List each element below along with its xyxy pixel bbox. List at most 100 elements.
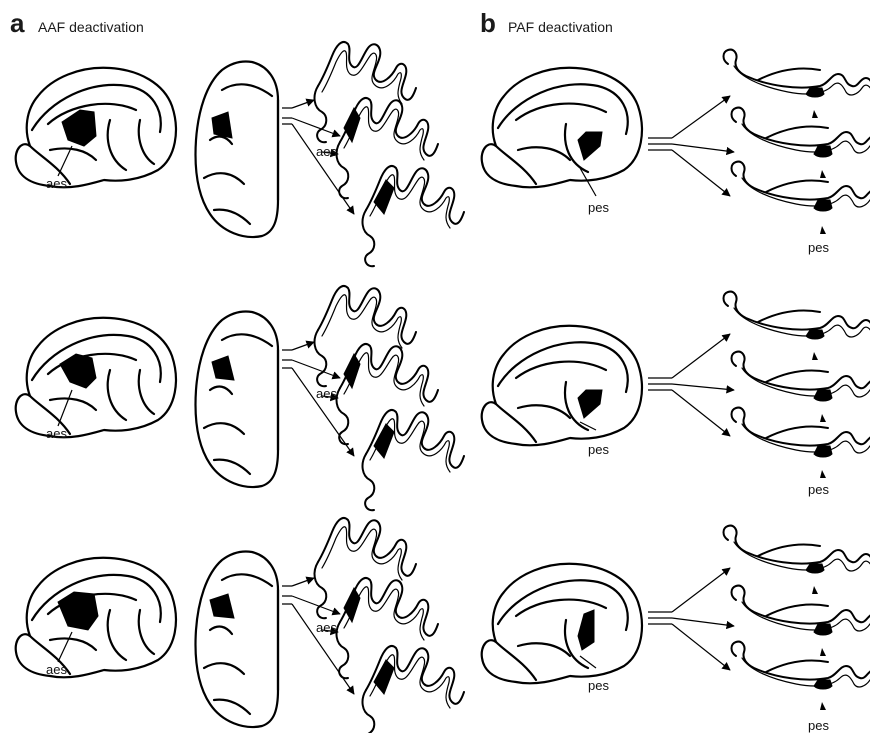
- section-lesion: [806, 564, 824, 573]
- panel-letter-a: a: [10, 8, 25, 38]
- sulcus-label-pes: pes: [588, 200, 609, 215]
- section-lesion: [814, 390, 832, 401]
- arrow-to-section-2: [672, 618, 734, 626]
- arrow-to-section-1: [672, 568, 730, 612]
- aaf-lesion: [60, 354, 96, 388]
- coronal-section-3: [363, 166, 464, 266]
- arrow-rails: [648, 138, 672, 150]
- section-marker: [820, 702, 826, 710]
- row-a-1: aes aes: [16, 42, 464, 266]
- section-lesion: [806, 88, 824, 97]
- pes-section-1: [724, 50, 870, 118]
- section-lesion: [814, 146, 832, 157]
- dorsal-lesion: [212, 356, 234, 380]
- section-lesion: [814, 624, 832, 635]
- section-lesion: [806, 330, 824, 339]
- arrow-rails: [282, 350, 292, 368]
- arrow-to-section-1: [292, 578, 314, 586]
- lateral-brain-view: [482, 564, 642, 684]
- arrow-to-section-2: [672, 144, 734, 152]
- sulcus-label-pes: pes: [588, 678, 609, 693]
- section-lesion: [344, 108, 360, 142]
- section-marker: [820, 226, 826, 234]
- dorsal-brain-view: [196, 61, 278, 237]
- dorsal-lesion: [212, 112, 232, 138]
- arrow-to-section-3: [672, 390, 730, 436]
- dorsal-brain-view: [196, 311, 278, 487]
- aaf-lesion: [62, 110, 96, 146]
- pes-section-3: [732, 642, 870, 710]
- arrow-to-section-2: [292, 596, 340, 614]
- row-a-2: aes aes: [16, 286, 464, 510]
- row-b-2: pes: [482, 326, 734, 457]
- panel-title-b: PAF deactivation: [508, 19, 613, 35]
- section-marker: [812, 110, 818, 118]
- row-b-1: pes: [482, 68, 734, 215]
- pes-section-2: [732, 352, 870, 422]
- section-lesion: [814, 200, 832, 211]
- arrow-to-section-3: [672, 150, 730, 196]
- section-lesion: [814, 680, 832, 689]
- section-label-aes: aes: [316, 620, 337, 635]
- pes-section-3: [732, 408, 870, 478]
- aaf-lesion: [58, 592, 98, 630]
- panel-title-a: AAF deactivation: [38, 19, 144, 35]
- row-b-3: pes: [482, 564, 734, 693]
- arrow-to-section-2: [672, 384, 734, 390]
- sulcus-label-pes: pes: [588, 442, 609, 457]
- coronal-section-1: [315, 286, 416, 386]
- arrow-to-section-1: [292, 342, 314, 350]
- section-marker: [812, 586, 818, 594]
- section-marker: [820, 170, 826, 178]
- dorsal-lesion: [210, 594, 234, 618]
- pes-section-1: [724, 526, 870, 594]
- coronal-section-1: [315, 42, 416, 142]
- sulcus-label-aes: aes: [46, 662, 67, 677]
- sulcus-pointer: [58, 146, 72, 176]
- arrow-rails: [282, 108, 292, 124]
- section-label-aes: aes: [316, 144, 337, 159]
- paf-lesion: [578, 390, 602, 418]
- paf-lesion: [578, 132, 602, 160]
- pes-section-2: [732, 586, 870, 656]
- arrow-to-section-1: [292, 100, 314, 108]
- section-lesion: [814, 446, 832, 457]
- section-lesion: [344, 588, 360, 622]
- sulcus-pointer: [58, 632, 72, 662]
- panel-letter-b: b: [480, 8, 496, 38]
- coronal-section-1: [315, 518, 416, 618]
- section-label-aes: aes: [316, 386, 337, 401]
- row-a-3: aes aes: [16, 518, 464, 733]
- panel-b: b PAF deactivation pes pes: [480, 8, 870, 733]
- coronal-section-3: [363, 410, 464, 510]
- section-lesion: [344, 354, 360, 388]
- arrow-to-section-1: [672, 96, 730, 138]
- dorsal-brain-view: [196, 551, 278, 727]
- pes-section-3: [732, 162, 870, 234]
- section-marker: [820, 648, 826, 656]
- arrow-rails: [282, 586, 292, 604]
- paf-lesion: [578, 610, 594, 650]
- pes-section-1: [724, 292, 870, 360]
- lateral-brain-view: [482, 326, 642, 446]
- pes-section-2: [732, 108, 870, 178]
- section-label-pes: pes: [808, 240, 829, 255]
- section-marker: [812, 352, 818, 360]
- section-marker: [820, 414, 826, 422]
- arrow-to-section-2: [292, 360, 340, 378]
- lateral-brain-view: [16, 68, 176, 188]
- sulcus-pointer: [58, 390, 72, 426]
- coronal-section-3: [363, 646, 464, 733]
- arrow-to-section-1: [672, 334, 730, 378]
- arrow-rails: [648, 612, 672, 624]
- section-marker: [820, 470, 826, 478]
- lateral-brain-view: [482, 68, 642, 188]
- panel-a: a AAF deactivation aes aes: [10, 8, 464, 733]
- arrow-to-section-2: [292, 118, 340, 136]
- arrow-rails: [648, 378, 672, 390]
- sulcus-label-aes: aes: [46, 426, 67, 441]
- sulcus-label-aes: aes: [46, 176, 67, 191]
- section-label-pes: pes: [808, 718, 829, 733]
- section-label-pes: pes: [808, 482, 829, 497]
